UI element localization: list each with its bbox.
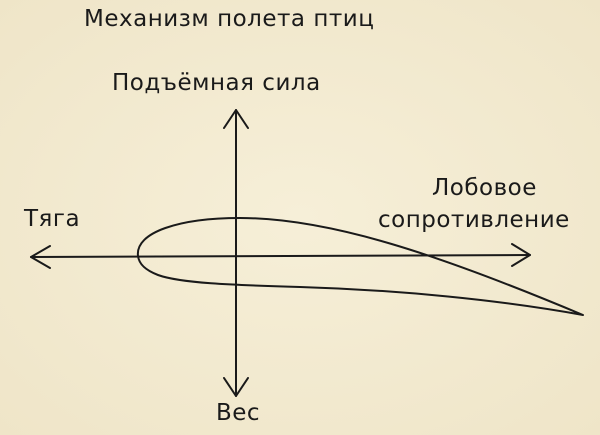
horizontal-axis <box>30 254 531 258</box>
drag-label-line1: Лобовое <box>432 175 537 201</box>
airfoil <box>136 217 584 316</box>
weight-arrowhead <box>223 377 249 397</box>
thrust-label: Тяга <box>24 206 81 232</box>
diagram-title: Механизм полета птиц <box>84 6 375 32</box>
lift-label: Подъёмная сила <box>112 70 321 96</box>
lift-arrowhead <box>223 109 249 129</box>
drag-label-line2: сопротивление <box>378 207 570 233</box>
weight-label: Вес <box>216 400 261 426</box>
thrust-arrowhead <box>30 245 51 269</box>
drag-arrowhead <box>511 243 531 267</box>
